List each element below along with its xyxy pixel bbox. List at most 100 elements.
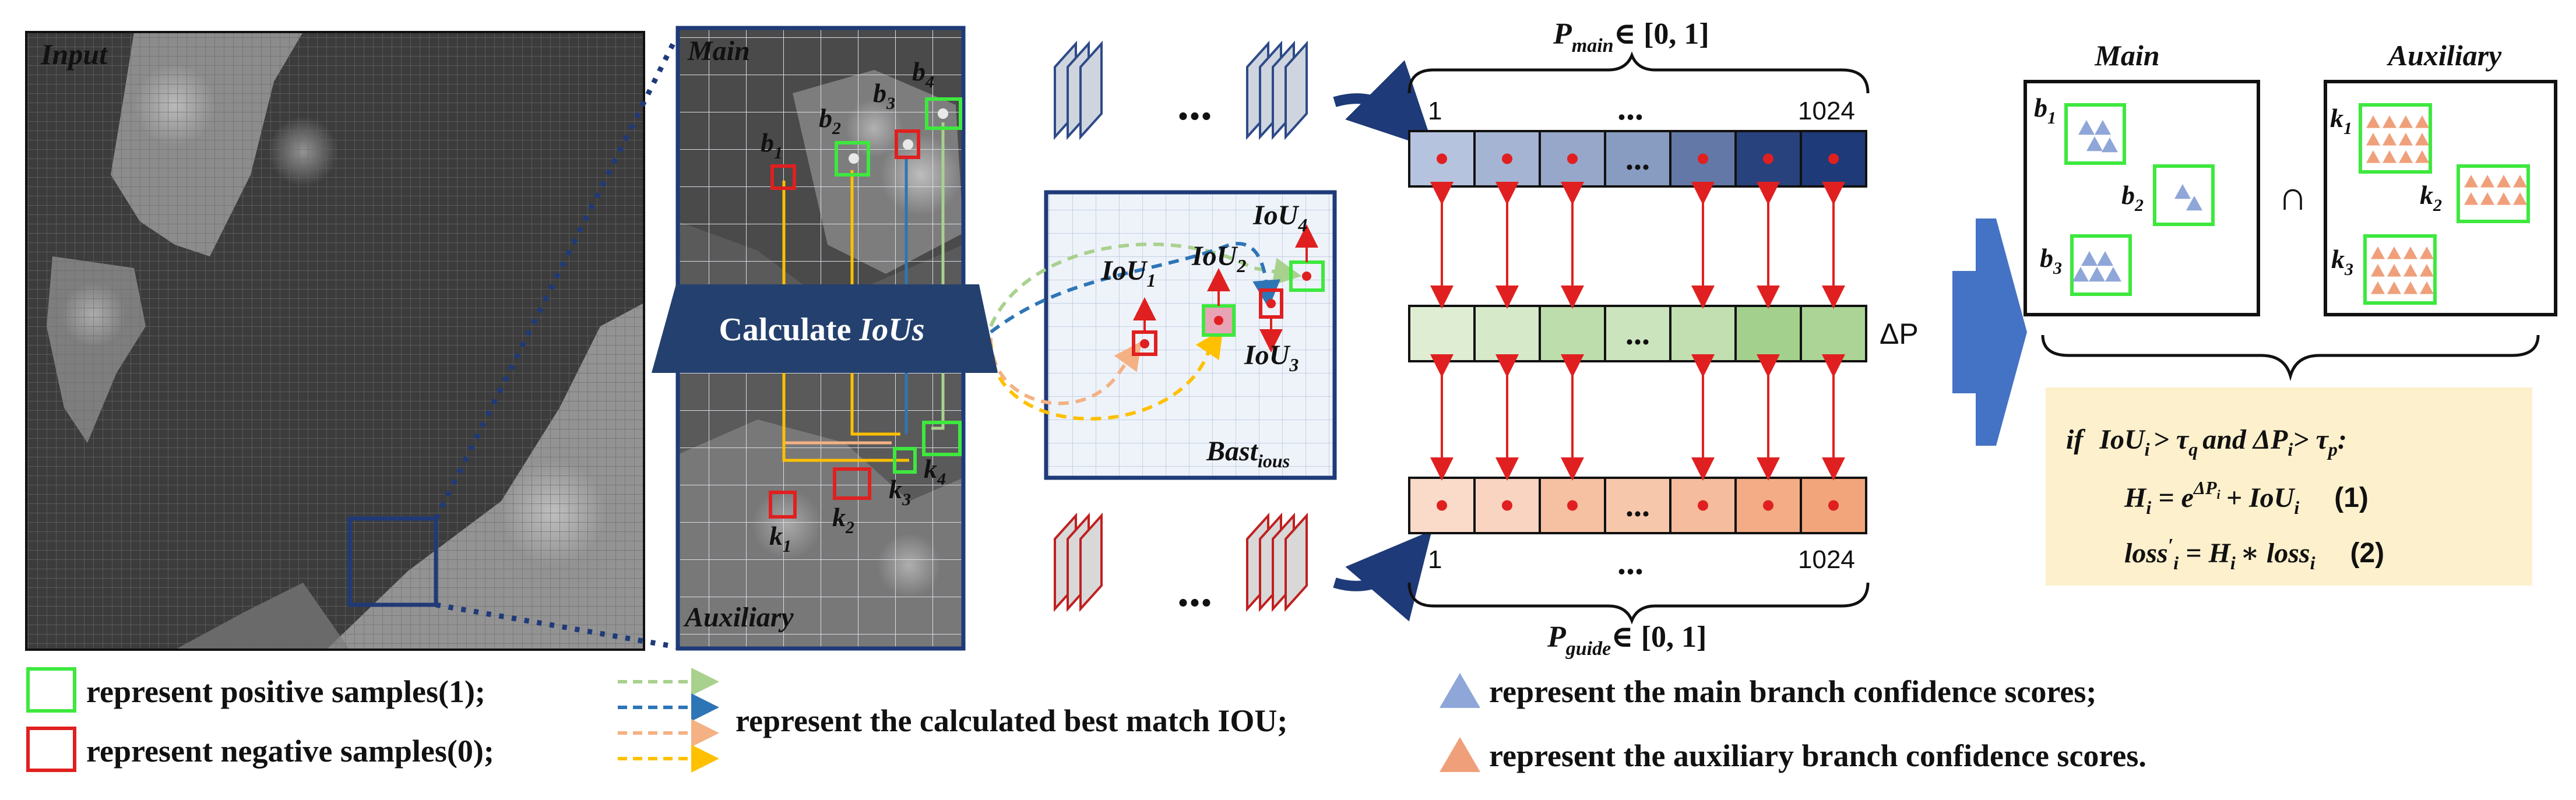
zoom-label-b4: b4: [912, 57, 934, 91]
p-main-dots: ...: [1617, 89, 1644, 127]
zoom-main-label: Main: [687, 36, 750, 66]
aux-score-triangle: [2464, 175, 2478, 188]
calculate-ious-badge: Calculate IoUs: [652, 284, 998, 373]
main-box-b2: [2153, 164, 2215, 226]
legend-negative-swatch: [26, 727, 76, 772]
iou-label-2: IoU2: [1191, 241, 1246, 276]
aux-box-k2: [2457, 164, 2530, 223]
union-brace: [2041, 334, 2540, 382]
main-score-triangle: [2097, 251, 2113, 266]
vector-point: [1698, 500, 1708, 511]
p-guide-cell-dots: ...: [1625, 488, 1650, 524]
zoom-aux-box-k1: [769, 491, 797, 519]
main-score-triangle: [2078, 120, 2095, 135]
delta-p-row: ...: [1408, 305, 1867, 362]
feature-map-slice: [1079, 512, 1103, 612]
zoom-main-box-b2: [835, 141, 870, 177]
feature-map-slice: [1285, 512, 1308, 612]
aux-score-triangle: [2480, 192, 2494, 205]
vector-point: [1567, 153, 1578, 164]
aux-score-triangle: [2383, 115, 2396, 128]
delta-p-cell: [1408, 305, 1476, 362]
main-score-triangles: [2072, 120, 2202, 282]
aux-score-triangle: [2383, 150, 2396, 163]
main-score-triangle: [2072, 267, 2089, 282]
main-score-triangle: [2086, 136, 2103, 151]
aux-score-triangle: [2371, 281, 2385, 294]
aux-score-triangle: [2415, 115, 2429, 128]
p-main-cell-dots: ...: [1625, 141, 1650, 177]
aux-score-triangle: [2480, 175, 2494, 188]
iou-panel: IoU1 IoU2 IoU3 IoU4 Bastious: [989, 190, 1337, 480]
aux-score-triangle: [2497, 192, 2511, 205]
main-score-triangle: [2186, 196, 2202, 211]
vector-point: [1502, 153, 1512, 164]
p-main-header: Pmain∈ [0, 1] 1 ... 1024: [1407, 17, 1870, 127]
main-score-triangle: [2105, 267, 2121, 282]
delta-p-label: ΔP: [1880, 318, 1919, 350]
legend-main-triangle: [1440, 673, 1480, 708]
iou-label-1: IoU1: [1101, 255, 1156, 291]
zoom-aux-box-k3: [893, 447, 917, 474]
p-guide-row: ...: [1408, 477, 1867, 534]
p-main-cell: [1604, 130, 1671, 188]
legend-iou-arrows: [618, 668, 719, 773]
iou-label-3: IoU3: [1244, 340, 1298, 375]
aux-score-triangle: [2497, 175, 2511, 188]
aux-branch-box: Auxiliary k1 k2 k3: [2324, 39, 2557, 316]
iou-label-4: IoU4: [1252, 200, 1307, 235]
formula-line-2: Hi= eΔPi+ IoUi(1): [2124, 477, 2369, 518]
p-guide-end: 1024: [1798, 545, 1855, 574]
zoom-aux-box-k2: [833, 467, 871, 500]
zoom-label-k3: k3: [889, 474, 911, 509]
vector-point: [1502, 500, 1512, 511]
aux-box-k1: [2359, 103, 2432, 174]
delta-p-cell: [1669, 305, 1737, 362]
aux-score-triangle: [2371, 246, 2385, 259]
aux-box-label-k3: k3: [2331, 244, 2353, 279]
delta-p-cell-dots: ...: [1625, 316, 1650, 352]
main-box-title: Main: [2094, 39, 2159, 72]
zoom-source-region: [347, 516, 438, 607]
zoom-main-box-b3: [895, 129, 920, 159]
main-box-label-b1: b1: [2034, 93, 2056, 128]
zoom-label-b2: b2: [819, 103, 841, 138]
main-score-triangle: [2102, 138, 2118, 153]
aux-score-triangle: [2387, 264, 2401, 277]
zoom-aux-box-k4: [922, 421, 962, 456]
legend-main-text: represent the main branch confidence sco…: [1489, 674, 2096, 709]
vector-point: [1763, 500, 1773, 511]
zoom-aux-label: Auxiliary: [683, 602, 794, 633]
aux-score-triangle: [2403, 246, 2417, 259]
aux-feature-stacks: [1054, 512, 1308, 612]
aux-score-triangle: [2399, 115, 2413, 128]
main-feature-stacks: [1054, 40, 1308, 140]
legend-positive-text: represent positive samples(1);: [86, 674, 485, 709]
input-label: Input: [40, 38, 108, 71]
zoom-label-k2: k2: [832, 502, 854, 537]
aux-score-triangle: [2366, 150, 2380, 163]
aux-score-triangles: [2366, 115, 2527, 294]
aux-score-triangle: [2513, 175, 2527, 188]
aux-score-triangle: [2415, 133, 2429, 146]
aux-box-label-k1: k1: [2330, 103, 2352, 138]
vector-point: [1567, 500, 1578, 511]
aux-score-triangle: [2387, 281, 2401, 294]
p-main-row: ...: [1408, 130, 1867, 188]
legend-positive-swatch: [26, 667, 76, 713]
legend-iou-text: represent the calculated best match IOU;: [736, 703, 1287, 738]
aux-score-triangle: [2464, 192, 2478, 205]
zoom-label-k1: k1: [769, 521, 791, 556]
main-score-triangle: [2095, 120, 2111, 135]
main-score-triangle: [2089, 267, 2105, 282]
aux-box-k3: [2363, 234, 2437, 305]
main-stack-dots: ...: [1177, 79, 1212, 130]
feature-map-slice: [1285, 40, 1308, 140]
aux-score-triangle: [2366, 133, 2380, 146]
p-main-title: Pmain∈ [0, 1]: [1553, 17, 1709, 57]
p-guide-dots: ...: [1617, 543, 1644, 582]
legend-negative-text: represent negative samples(0);: [86, 734, 494, 769]
legend-aux-triangle: [1440, 737, 1480, 772]
